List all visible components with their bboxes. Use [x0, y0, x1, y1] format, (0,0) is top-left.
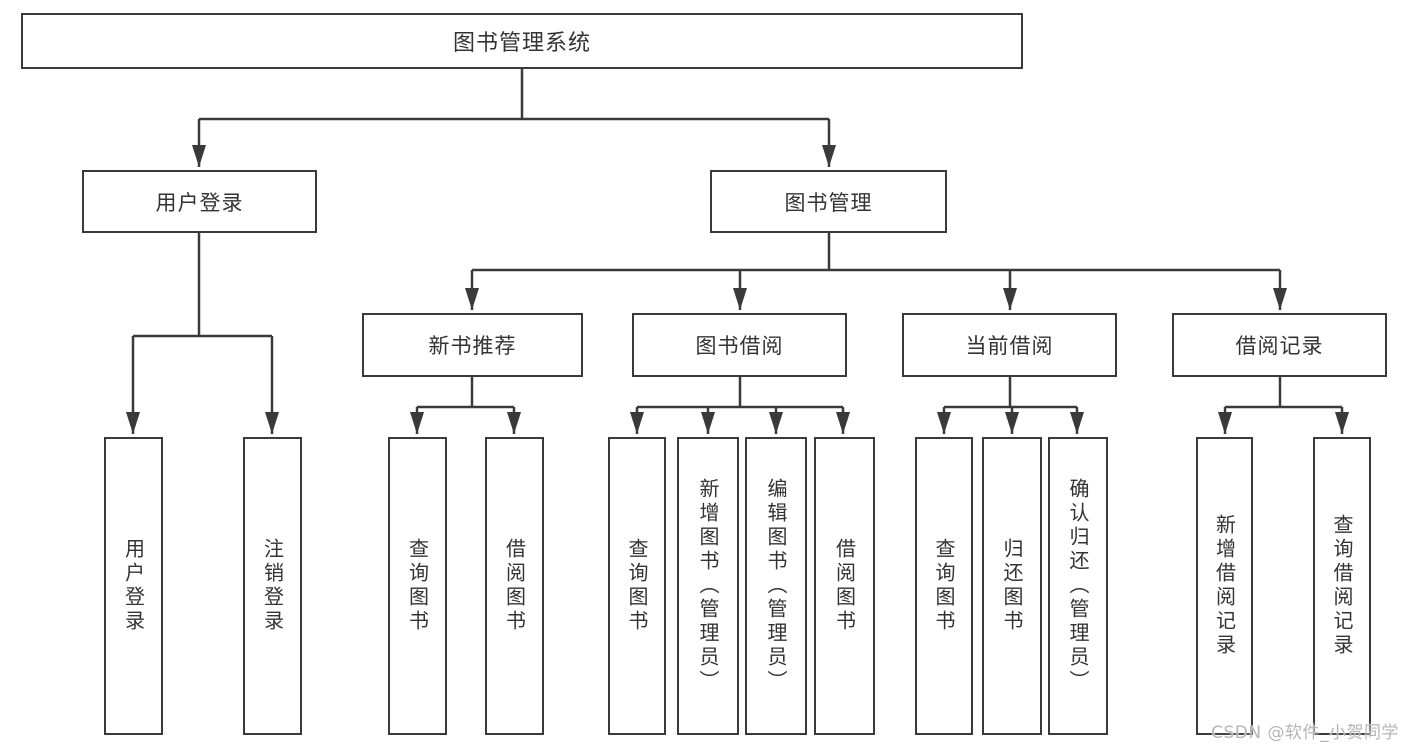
- node-root-system: 图书管理系统: [21, 13, 1023, 69]
- node-borrow-records: 借阅记录: [1172, 313, 1387, 377]
- connector-root-split: [199, 69, 829, 121]
- connector-new-books-split: [417, 377, 514, 409]
- node-book-borrow: 图书借阅: [632, 313, 847, 377]
- leaf-logout: 注销登录: [243, 437, 302, 735]
- leaf-borrow-query-books: 查询图书: [608, 437, 666, 735]
- node-user-login: 用户登录: [82, 170, 317, 233]
- node-new-book-recommend: 新书推荐: [362, 313, 583, 377]
- node-book-management: 图书管理: [710, 170, 947, 233]
- leaf-newbooks-query-books: 查询图书: [388, 437, 447, 735]
- leaf-records-query-record: 查询借阅记录: [1313, 437, 1371, 735]
- connector-current-borrow-split: [944, 377, 1077, 409]
- leaf-user-login: 用户登录: [104, 437, 163, 735]
- leaf-borrow-borrow-books: 借阅图书: [814, 437, 875, 735]
- leaf-current-confirm-return-admin: 确认归还（管理员）: [1048, 437, 1108, 735]
- connector-book-mgmt-split: [472, 233, 1280, 272]
- csdn-watermark: CSDN @软件_小贺同学: [1211, 723, 1399, 743]
- leaf-current-return-books: 归还图书: [982, 437, 1042, 735]
- leaf-newbooks-borrow-books: 借阅图书: [485, 437, 544, 735]
- node-current-borrow: 当前借阅: [902, 313, 1117, 377]
- leaf-borrow-add-books-admin: 新增图书（管理员）: [677, 437, 739, 735]
- leaf-current-query-books: 查询图书: [915, 437, 973, 735]
- leaf-records-add-record: 新增借阅记录: [1196, 437, 1253, 735]
- leaf-borrow-edit-books-admin: 编辑图书（管理员）: [745, 437, 807, 735]
- connector-user-login-split: [133, 233, 272, 338]
- connector-borrow-records-split: [1225, 377, 1342, 409]
- connector-book-borrow-split: [637, 377, 843, 409]
